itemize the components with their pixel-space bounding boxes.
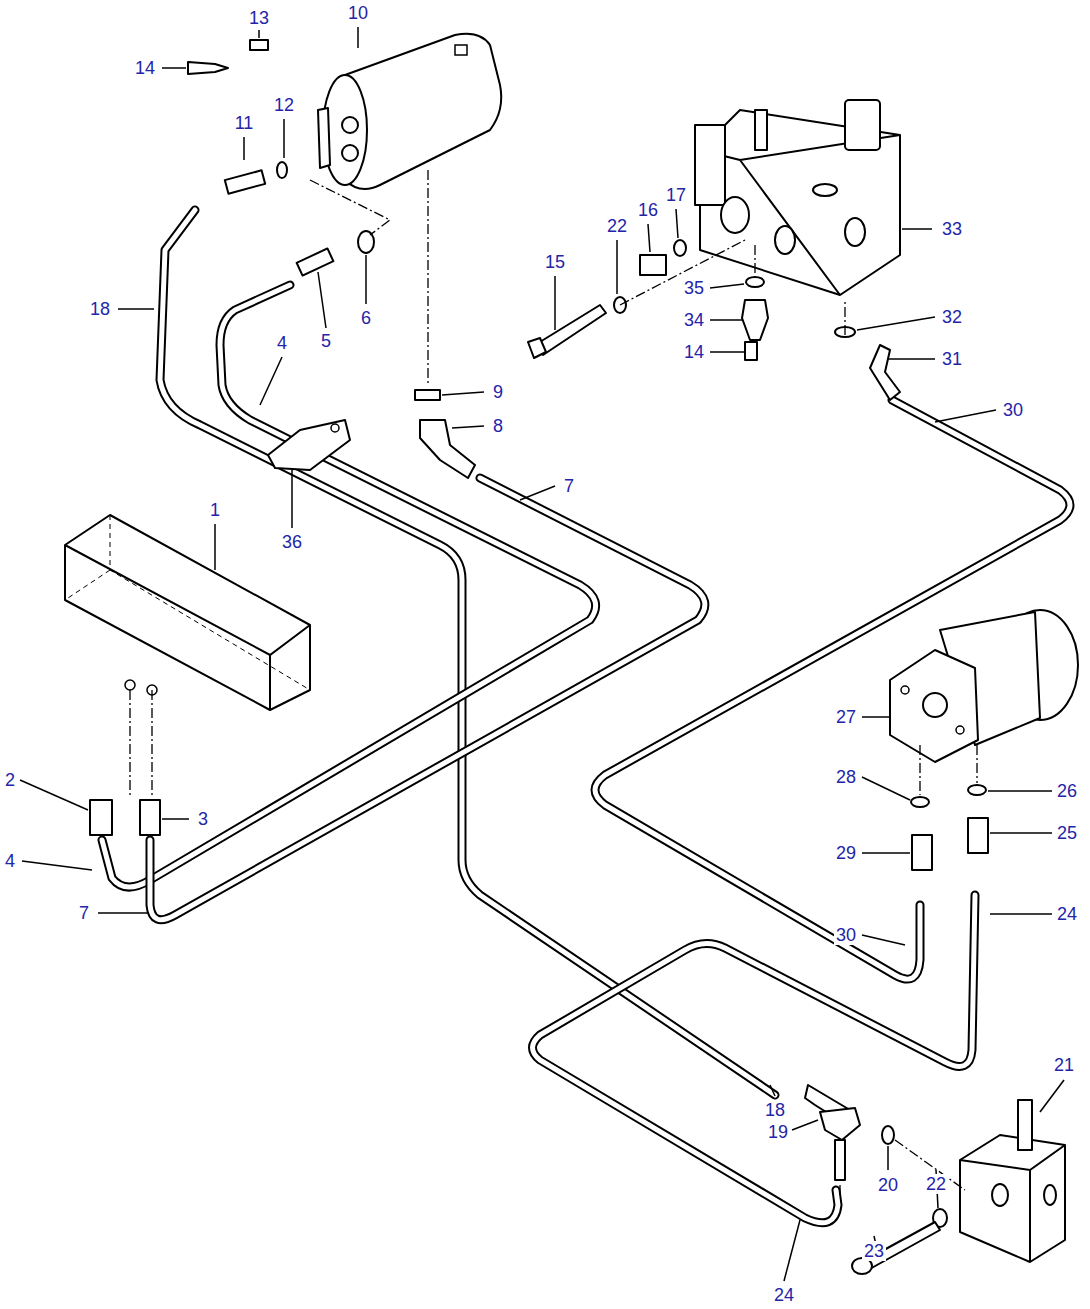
callout-number: 28 bbox=[834, 767, 858, 787]
callout-number: 24 bbox=[1055, 904, 1079, 924]
callout-number: 24 bbox=[772, 1285, 796, 1305]
callout-number: 6 bbox=[359, 308, 373, 328]
callout-number: 32 bbox=[940, 307, 964, 327]
callout-number: 13 bbox=[247, 8, 271, 28]
callout-number: 7 bbox=[562, 476, 576, 496]
callout-number: 20 bbox=[876, 1175, 900, 1195]
callout-number: 5 bbox=[319, 331, 333, 351]
callout-number: 30 bbox=[834, 925, 858, 945]
clamp bbox=[268, 420, 350, 470]
valve-block bbox=[695, 100, 900, 295]
callout-number: 14 bbox=[682, 342, 706, 362]
callout-number: 8 bbox=[491, 416, 505, 436]
callout-number: 3 bbox=[196, 809, 210, 829]
tank bbox=[65, 515, 310, 710]
callout-number: 30 bbox=[1001, 400, 1025, 420]
hose-30 bbox=[595, 400, 1070, 979]
callout-number: 4 bbox=[3, 851, 17, 871]
callout-number: 22 bbox=[605, 216, 629, 236]
hose-7 bbox=[150, 478, 705, 920]
hose-24 bbox=[533, 895, 976, 1223]
callout-number: 18 bbox=[763, 1100, 787, 1120]
callout-number: 7 bbox=[77, 903, 91, 923]
valve-21 bbox=[960, 1100, 1065, 1262]
callout-number: 1 bbox=[208, 500, 222, 520]
callout-number: 33 bbox=[940, 219, 964, 239]
callout-number: 10 bbox=[346, 3, 370, 23]
callout-number: 15 bbox=[543, 252, 567, 272]
callout-number: 29 bbox=[834, 843, 858, 863]
callout-number: 2 bbox=[3, 770, 17, 790]
callout-number: 12 bbox=[272, 95, 296, 115]
callout-number: 25 bbox=[1055, 823, 1079, 843]
callout-number: 14 bbox=[133, 58, 157, 78]
callout-number: 36 bbox=[280, 532, 304, 552]
callout-number: 17 bbox=[664, 185, 688, 205]
callout-number: 9 bbox=[491, 382, 505, 402]
callout-number: 31 bbox=[940, 349, 964, 369]
callout-number: 21 bbox=[1052, 1055, 1076, 1075]
callout-number: 11 bbox=[233, 113, 256, 133]
callout-number: 34 bbox=[682, 310, 706, 330]
callout-number: 26 bbox=[1055, 781, 1079, 801]
callout-number: 22 bbox=[924, 1174, 948, 1194]
leader-lines bbox=[20, 27, 1064, 1281]
pump-motor bbox=[318, 34, 501, 189]
callout-number: 4 bbox=[275, 333, 289, 353]
callout-number: 16 bbox=[636, 200, 660, 220]
center-lines bbox=[130, 170, 977, 1195]
callout-number: 23 bbox=[862, 1241, 886, 1261]
callout-number: 35 bbox=[682, 278, 706, 298]
callout-number: 18 bbox=[88, 299, 112, 319]
steering-unit bbox=[890, 610, 1078, 762]
callout-number: 27 bbox=[834, 707, 858, 727]
callout-number: 19 bbox=[766, 1122, 790, 1142]
